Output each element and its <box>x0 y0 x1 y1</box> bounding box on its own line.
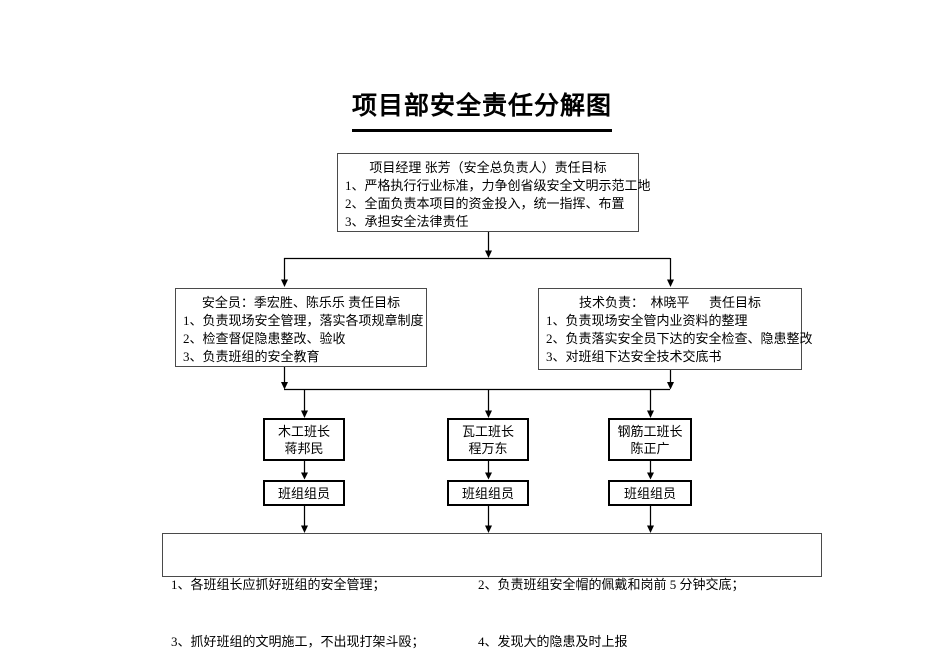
crew-label: 班组组员 <box>277 485 330 501</box>
duty-item: 2、负责班组安全帽的佩戴和岗前 5 分钟交底； <box>478 577 745 592</box>
node-item: 2、负责落实安全员下达的安全检查、隐患整改 <box>546 331 813 346</box>
node-foreman-carpenter: 木工班长 蒋邦民 <box>263 418 345 461</box>
node-header: 项目经理 张芳（安全总负责人）责任目标 <box>369 160 607 175</box>
node-item: 3、对班组下达安全技术交底书 <box>546 349 722 364</box>
node-header: 安全员：季宏胜、陈乐乐 责任目标 <box>201 295 401 310</box>
node-crew-2: 班组组员 <box>447 480 529 506</box>
foreman-name: 陈正广 <box>630 440 670 456</box>
node-crew-1: 班组组员 <box>263 480 345 506</box>
node-item: 1、负责现场安全管内业资料的整理 <box>546 313 748 328</box>
connector-level1 <box>281 232 674 287</box>
crew-label: 班组组员 <box>623 485 676 501</box>
node-foreman-rebar: 钢筋工班长 陈正广 <box>608 418 692 461</box>
node-item: 3、承担安全法律责任 <box>345 214 469 229</box>
node-item: 2、全面负责本项目的资金投入，统一指挥、布置 <box>345 196 625 211</box>
node-foreman-mason: 瓦工班长 程万东 <box>447 418 529 461</box>
duty-item: 4、发现大的隐患及时上报 <box>478 634 628 649</box>
node-crew-3: 班组组员 <box>608 480 692 506</box>
foreman-role: 木工班长 <box>277 423 330 439</box>
page-title: 项目部安全责任分解图 <box>352 86 613 132</box>
foreman-name: 程万东 <box>468 440 508 456</box>
duties-column-left: 1、各班组长应抓好班组的安全管理； 3、抓好班组的文明施工，不出现打架斗殴； <box>171 537 425 672</box>
foreman-role: 钢筋工班长 <box>617 423 683 439</box>
node-header: 技术负责： 林晓平 责任目标 <box>578 295 761 310</box>
connector-foreman-to-crew <box>301 461 654 480</box>
duty-item: 1、各班组长应抓好班组的安全管理； <box>171 577 386 592</box>
node-safety-officer: 安全员：季宏胜、陈乐乐 责任目标 1、负责现场安全管理，落实各项规章制度 2、检… <box>175 288 427 367</box>
node-technical-lead: 技术负责： 林晓平 责任目标 1、负责现场安全管内业资料的整理 2、负责落实安全… <box>538 288 813 370</box>
node-item: 1、严格执行行业标准，力争创省级安全文明示范工地 <box>345 178 651 193</box>
node-item: 3、负责班组的安全教育 <box>183 349 320 364</box>
duty-item: 3、抓好班组的文明施工，不出现打架斗殴； <box>171 634 425 649</box>
crew-label: 班组组员 <box>461 485 514 501</box>
node-project-manager: 项目经理 张芳（安全总负责人）责任目标 1、严格执行行业标准，力争创省级安全文明… <box>337 153 651 232</box>
foreman-name: 蒋邦民 <box>284 440 324 456</box>
duties-column-right: 2、负责班组安全帽的佩戴和岗前 5 分钟交底； 4、发现大的隐患及时上报 <box>478 537 745 672</box>
connector-level2 <box>281 367 674 418</box>
node-team-duties: 1、各班组长应抓好班组的安全管理； 3、抓好班组的文明施工，不出现打架斗殴； 2… <box>162 533 822 649</box>
connector-crew-to-duties <box>301 506 654 533</box>
foreman-role: 瓦工班长 <box>461 423 514 439</box>
node-item: 1、负责现场安全管理，落实各项规章制度 <box>183 313 424 328</box>
node-item: 2、检查督促隐患整改、验收 <box>183 331 346 346</box>
